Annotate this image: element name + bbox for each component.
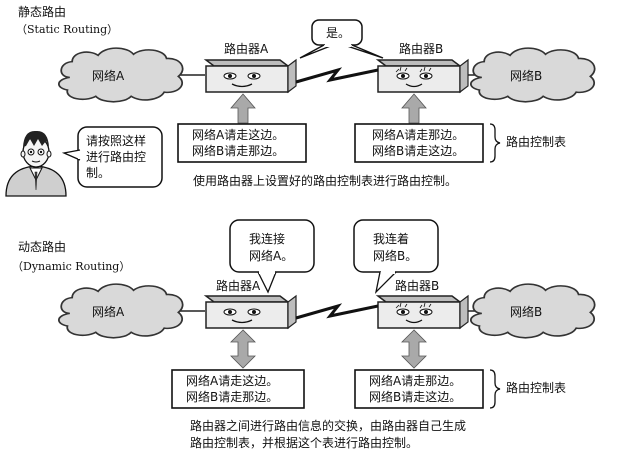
dynamic-caption-line-2: 路由控制表，并根据这个表进行路由控制。 bbox=[190, 435, 418, 450]
dynamic-router-a bbox=[203, 294, 297, 330]
person-speech-line-3: 制。 bbox=[86, 166, 110, 180]
static-network-b-label: 网络B bbox=[510, 68, 542, 83]
static-network-a-cloud: 网络A bbox=[57, 47, 205, 103]
dynamic-bubble-b-line-2: 网络B。 bbox=[373, 248, 417, 263]
dynamic-subtitle: （Dynamic Routing） bbox=[12, 260, 130, 273]
dynamic-network-b-cloud: 网络B bbox=[455, 283, 596, 339]
static-table-b-row-2: 网络B请走这边。 bbox=[372, 143, 464, 158]
static-arrow-b bbox=[401, 93, 427, 124]
dynamic-table-b-row-1: 网络A请走那边。 bbox=[369, 373, 461, 388]
dynamic-table-a-row-2: 网络B请走那边。 bbox=[186, 389, 278, 404]
dynamic-router-b bbox=[375, 294, 469, 330]
person-speech-bubble: 请按照这样 进行路由控 制。 bbox=[61, 126, 163, 188]
static-arrow-a bbox=[230, 93, 256, 124]
dynamic-table-b-row-2: 网络B请走这边。 bbox=[369, 389, 461, 404]
dynamic-table-label: 路由控制表 bbox=[506, 380, 566, 395]
dynamic-arrow-b bbox=[401, 329, 427, 369]
dynamic-serial-link bbox=[295, 303, 379, 320]
dynamic-routing-table-b: 网络A请走那边。 网络B请走这边。 bbox=[354, 369, 484, 409]
static-routing-table-b: 网络A请走那边。 网络B请走这边。 bbox=[354, 123, 484, 163]
person-speech-line-2: 进行路由控 bbox=[86, 149, 146, 164]
person-speech-line-1: 请按照这样 bbox=[86, 133, 146, 148]
static-title: 静态路由 bbox=[18, 4, 66, 19]
dynamic-arrow-a bbox=[230, 329, 256, 369]
static-network-a-label: 网络A bbox=[92, 68, 125, 83]
dynamic-router-a-label: 路由器A bbox=[216, 278, 261, 293]
static-table-a-row-2: 网络B请走那边。 bbox=[192, 143, 284, 158]
dynamic-network-a-label: 网络A bbox=[92, 304, 125, 319]
dynamic-bubble-a: 我连接 网络A。 bbox=[229, 219, 315, 294]
static-network-b-cloud: 网络B bbox=[455, 47, 596, 103]
static-serial-link bbox=[295, 67, 379, 84]
dynamic-routing-table-a: 网络A请走这边。 网络B请走那边。 bbox=[171, 369, 305, 409]
dynamic-router-b-label: 路由器B bbox=[395, 278, 439, 293]
static-router-b bbox=[375, 58, 469, 94]
static-table-label: 路由控制表 bbox=[506, 134, 566, 149]
dynamic-bubble-b: 我连着 网络B。 bbox=[353, 219, 439, 294]
static-caption: 使用路由器上设置好的路由控制表进行路由控制。 bbox=[193, 173, 457, 188]
static-router-a bbox=[203, 58, 297, 94]
dynamic-title: 动态路由 bbox=[18, 239, 66, 254]
person-admin bbox=[5, 130, 67, 197]
static-subtitle: （Static Routing） bbox=[16, 23, 118, 36]
dynamic-bubble-a-line-2: 网络A。 bbox=[249, 248, 293, 263]
dynamic-table-a-row-1: 网络A请走这边。 bbox=[186, 373, 278, 388]
static-router-b-label: 路由器B bbox=[399, 41, 443, 56]
dynamic-network-b-label: 网络B bbox=[510, 304, 542, 319]
static-routing-table-a: 网络A请走这边。 网络B请走那边。 bbox=[177, 123, 307, 163]
static-table-b-row-1: 网络A请走那边。 bbox=[372, 127, 464, 142]
dynamic-caption-line-1: 路由器之间进行路由信息的交换，由路由器自己生成 bbox=[190, 418, 466, 433]
dynamic-table-brace bbox=[489, 369, 501, 409]
static-bubble-yes: 是。 bbox=[299, 19, 384, 59]
static-table-a-row-1: 网络A请走这边。 bbox=[192, 127, 284, 142]
dynamic-network-a-cloud: 网络A bbox=[57, 283, 205, 339]
static-table-brace bbox=[489, 123, 501, 163]
dynamic-bubble-a-line-1: 我连接 bbox=[249, 231, 285, 246]
dynamic-bubble-b-line-1: 我连着 bbox=[373, 231, 409, 246]
static-router-a-label: 路由器A bbox=[224, 41, 269, 56]
static-bubble-yes-text: 是。 bbox=[326, 26, 350, 40]
